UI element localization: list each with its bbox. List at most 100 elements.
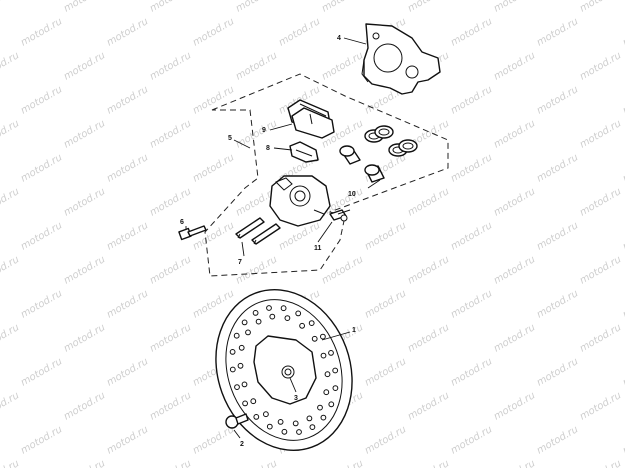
watermark-text: motod.ru: [0, 458, 21, 468]
disc-vent-hole: [252, 310, 259, 316]
disc-vent-hole: [311, 335, 318, 342]
watermark-text: motod.ru: [578, 0, 623, 15]
watermark-text: motod.ru: [105, 152, 150, 184]
disc-vent-hole: [229, 349, 236, 355]
disc-vent-hole: [323, 389, 330, 396]
watermark-text: motod.ru: [148, 50, 193, 82]
watermark-text: motod.ru: [105, 288, 150, 320]
watermark-text: motod.ru: [492, 322, 537, 354]
watermark-text: motod.ru: [148, 254, 193, 286]
watermark-text: motod.ru: [578, 118, 623, 150]
watermark-text: motod.ru: [578, 322, 623, 354]
disc-vent-hole: [306, 415, 313, 422]
watermark-text: motod.ru: [19, 16, 64, 48]
disc-vent-hole: [280, 305, 287, 312]
watermark-text: motod.ru: [578, 254, 623, 286]
callout-3: 3: [294, 395, 298, 402]
disc-vent-hole: [250, 398, 257, 405]
callout-5: 5: [228, 135, 232, 142]
brake-disc: [215, 289, 353, 451]
watermark-text: motod.ru: [19, 424, 64, 456]
watermark-text: motod.ru: [148, 322, 193, 354]
watermark-text: motod.ru: [363, 288, 408, 320]
caliper-body: [269, 175, 331, 227]
pad-spring: [289, 141, 319, 163]
watermark-text: motod.ru: [492, 186, 537, 218]
disc-vent-hole: [320, 352, 327, 359]
watermark-text: motod.ru: [535, 84, 580, 116]
leader-8: [273, 147, 293, 151]
caliper-assembly-outline: [204, 73, 449, 277]
watermark-text: motod.ru: [449, 424, 494, 456]
disc-vent-hole: [328, 350, 334, 356]
disc-vent-hole: [233, 332, 240, 339]
watermark-text: motod.ru: [320, 0, 365, 15]
watermark-text: motod.ru: [62, 0, 107, 15]
disc-vent-hole: [332, 385, 339, 392]
watermark-text: motod.ru: [578, 458, 623, 468]
watermark-text: motod.ru: [62, 186, 107, 218]
leader-5: [233, 139, 251, 149]
disc-vent-hole: [284, 315, 291, 322]
caliper-pins: [235, 217, 281, 245]
watermark-text: motod.ru: [535, 220, 580, 252]
watermark-text: motod.ru: [234, 0, 279, 15]
watermark-text: motod.ru: [578, 186, 623, 218]
watermark-text: motod.ru: [621, 16, 625, 48]
watermark-text: motod.ru: [234, 50, 279, 82]
disc-vent-hole: [253, 414, 260, 420]
watermark-text: motod.ru: [406, 254, 451, 286]
watermark-text: motod.ru: [0, 254, 21, 286]
watermark-text: motod.ru: [191, 152, 236, 184]
watermark-text: motod.ru: [148, 458, 193, 468]
callout-10: 10: [348, 191, 356, 198]
watermark-text: motod.ru: [0, 0, 21, 15]
watermark-text: motod.ru: [148, 186, 193, 218]
watermark-text: motod.ru: [449, 220, 494, 252]
disc-vent-hole: [263, 411, 269, 418]
disc-vent-hole: [296, 429, 302, 435]
leader-3: [289, 377, 297, 393]
watermark-text: motod.ru: [320, 458, 365, 468]
disc-vent-hole: [234, 384, 240, 391]
disc-vent-hole: [299, 322, 306, 329]
watermark-text: motod.ru: [105, 84, 150, 116]
callout-4: 4: [337, 35, 341, 42]
watermark-text: motod.ru: [535, 424, 580, 456]
disc-vent-hole: [277, 419, 284, 425]
caliper-bolt: [178, 225, 207, 241]
leader-11: [317, 221, 333, 243]
watermark-text: motod.ru: [0, 50, 21, 82]
watermark-text: motod.ru: [621, 152, 625, 184]
watermark-text: motod.ru: [62, 390, 107, 422]
callout-8: 8: [266, 145, 270, 152]
callout-11: 11: [314, 245, 322, 252]
watermark-text: motod.ru: [535, 152, 580, 184]
watermark-text: motod.ru: [492, 50, 537, 82]
disc-vent-hole: [320, 333, 326, 340]
disc-vent-hole: [269, 313, 276, 320]
callout-6: 6: [180, 219, 184, 226]
watermark-text: motod.ru: [449, 16, 494, 48]
watermark-text: motod.ru: [62, 458, 107, 468]
watermark-text: motod.ru: [62, 322, 107, 354]
watermark-text: motod.ru: [105, 220, 150, 252]
watermark-text: motod.ru: [449, 152, 494, 184]
bleeder-screw: [329, 209, 351, 222]
leader-2: [233, 429, 241, 439]
disc-vent-hole: [309, 424, 316, 431]
disc-vent-hole: [245, 329, 251, 336]
watermark-text: motod.ru: [19, 152, 64, 184]
seal-kit: [339, 125, 418, 183]
disc-vent-hole: [324, 371, 331, 378]
watermark-text: motod.ru: [621, 84, 625, 116]
watermark-text: motod.ru: [406, 0, 451, 15]
disc-vent-hole: [320, 414, 327, 421]
watermark-text: motod.ru: [148, 390, 193, 422]
watermark-text: motod.ru: [191, 16, 236, 48]
watermark-text: motod.ru: [449, 288, 494, 320]
leader-4: [343, 37, 367, 45]
watermark-text: motod.ru: [0, 390, 21, 422]
